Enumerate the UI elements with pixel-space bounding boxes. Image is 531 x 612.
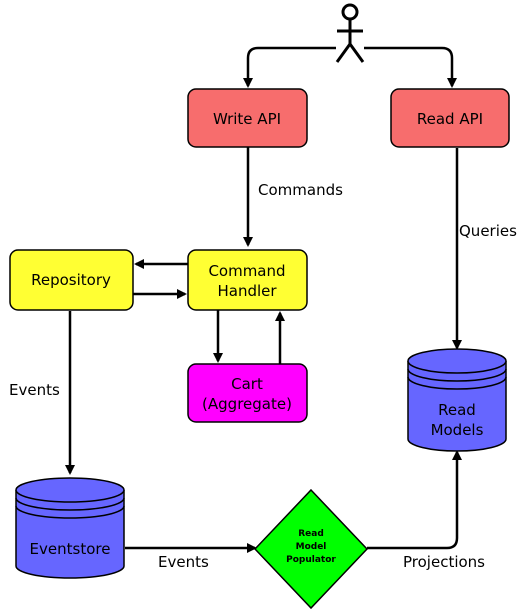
command-handler-node: Command Handler [187,249,308,311]
populator-label-line1: Read [298,529,324,539]
read-api-node: Read API [390,88,510,148]
edges [65,46,462,553]
cart-label-line1: Cart [231,375,263,393]
repository-label: Repository [31,271,111,289]
edge-actor-write [243,46,336,88]
edge-actor-read [364,46,457,88]
repository-node: Repository [9,249,134,311]
read-models-label-line2: Models [431,421,484,439]
events-edge-label-left: Events [9,381,60,399]
read-model-populator-node: Read Model Populator [253,488,369,610]
populator-label-line3: Populator [286,555,336,565]
command-handler-label-line1: Command [208,262,285,280]
read-models-label-line1: Read [438,401,476,419]
write-api-label: Write API [213,110,281,128]
read-models-database: Read Models [407,348,507,452]
read-api-label: Read API [417,110,483,128]
events-edge-label-bottom: Events [158,553,209,571]
commands-edge-label: Commands [258,181,343,199]
eventstore-label: Eventstore [30,540,111,558]
cart-label-line2: (Aggregate) [202,395,292,413]
projections-edge-label: Projections [403,553,485,571]
eventstore-database: Eventstore [15,477,125,579]
cart-node: Cart (Aggregate) [187,363,308,423]
edge-populator-readmodels [367,450,462,550]
command-handler-label-line2: Handler [217,282,277,300]
write-api-node: Write API [187,88,308,148]
populator-label-line2: Model [296,542,327,552]
queries-edge-label: Queries [459,222,517,240]
actor-icon [335,3,365,63]
